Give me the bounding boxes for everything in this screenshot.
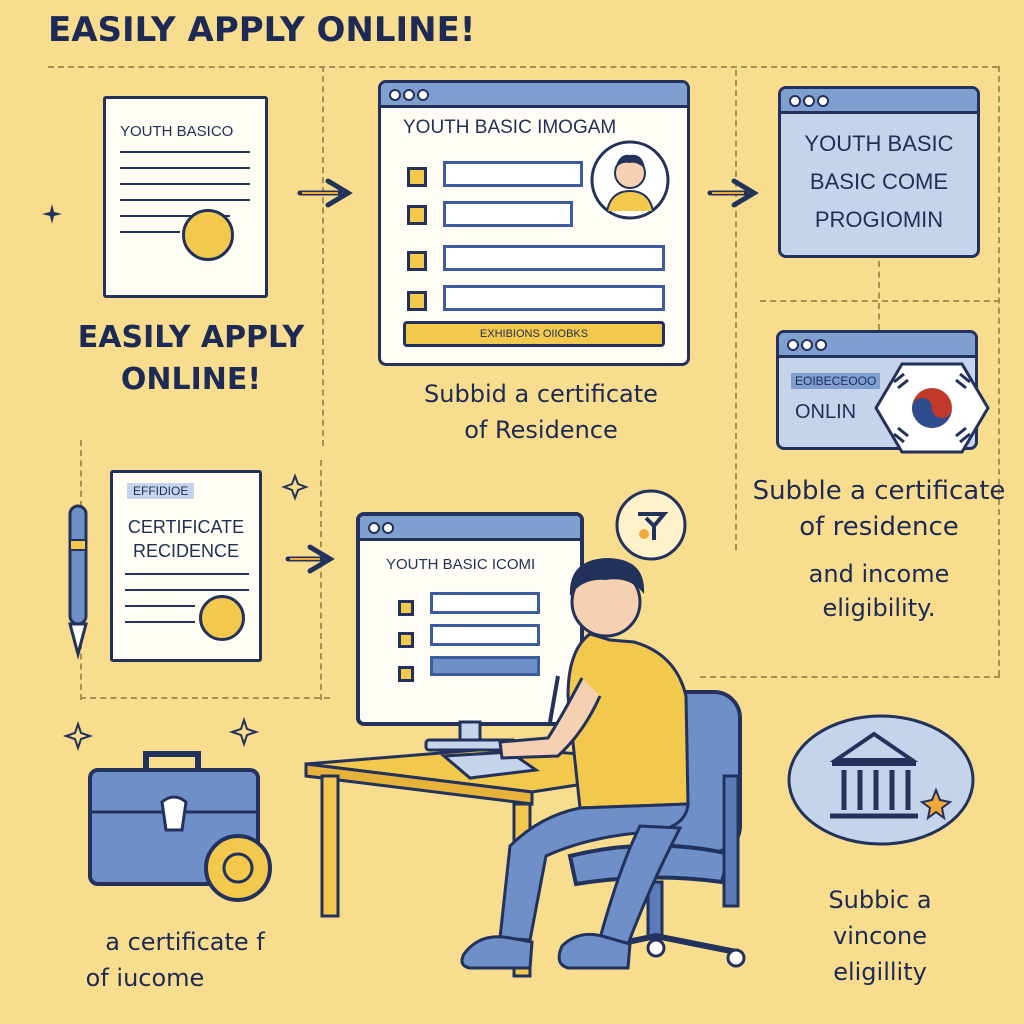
pen-icon <box>68 504 88 660</box>
certificate-line1: CERTIFICATE <box>127 517 245 537</box>
flag-emblem-icon <box>874 362 990 454</box>
slogan-line1: EASILY APPLY <box>77 320 305 355</box>
monitor-button[interactable] <box>430 656 540 676</box>
slogan-line2: ONLINE! <box>120 362 262 397</box>
youth-basic-document: YOUTH BASICO <box>103 96 268 298</box>
form-checkbox[interactable] <box>407 291 427 311</box>
document-title: YOUTH BASICO <box>120 123 234 140</box>
certificate-line2: RECIDENCE <box>132 541 239 561</box>
caption-residence-income-4: eligibility. <box>822 594 936 622</box>
arrow-right-icon <box>285 544 335 574</box>
divider-left-low2 <box>320 460 322 700</box>
monitor-title: YOUTH BASIC ICOMI <box>386 556 536 573</box>
submit-button[interactable]: EXHIBIONS OIIOBKS <box>403 321 665 347</box>
seal-icon <box>182 209 234 261</box>
form-field[interactable] <box>443 285 665 311</box>
program-line2: BASIC COME <box>809 169 949 194</box>
certificate-header: EFFIDIOE <box>127 483 195 499</box>
monitor-icon: YOUTH BASIC ICOMI <box>356 512 584 726</box>
seal-icon <box>199 595 245 641</box>
caption-residence-income-2: of residence <box>799 512 959 542</box>
person-avatar-icon <box>590 140 670 220</box>
divider-right <box>998 66 1000 676</box>
person-figure <box>460 558 690 970</box>
arrow-right-icon <box>707 178 759 208</box>
application-form-window: YOUTH BASIC IMOGAM EXHIBIONS OIIOBKS <box>378 80 690 366</box>
form-checkbox[interactable] <box>407 205 427 225</box>
caption-residence-income-1: Subble a certificate <box>752 476 1006 506</box>
form-checkbox[interactable] <box>407 167 427 187</box>
caption-submit-residence-2: of Residence <box>464 416 618 444</box>
residence-certificate: EFFIDIOE CERTIFICATE RECIDENCE <box>110 470 262 662</box>
online-label: ONLIN <box>795 401 857 423</box>
arrow-right-icon <box>297 178 353 208</box>
form-field[interactable] <box>443 201 573 227</box>
sparkle-icon <box>228 716 260 748</box>
bank-icon <box>787 714 975 846</box>
monitor-checkbox[interactable] <box>398 600 414 616</box>
caption-residence-income-3: and income <box>808 560 950 588</box>
divider-mid <box>735 70 737 550</box>
divider-right-inner <box>878 240 880 330</box>
program-window: YOUTH BASIC BASIC COME PROGIOMIN <box>778 86 980 258</box>
monitor-field[interactable] <box>430 624 540 646</box>
caption-submit-residence-1: Subbid a certificate <box>424 380 658 408</box>
form-title: YOUTH BASIC IMOGAM <box>403 117 617 138</box>
monitor-checkbox[interactable] <box>398 666 414 682</box>
sparkle-icon <box>62 720 94 752</box>
divider-top <box>48 66 998 68</box>
briefcase-icon <box>88 751 272 902</box>
sparkle-icon <box>281 473 309 501</box>
program-line1: YOUTH BASIC <box>804 131 954 156</box>
divider-right-bottom <box>700 676 1000 678</box>
monitor-field[interactable] <box>430 592 540 614</box>
caption-income-1: a certificate f <box>105 928 265 956</box>
form-field[interactable] <box>443 161 583 187</box>
page-title: EASILY APPLY ONLINE! <box>48 10 476 50</box>
caption-income-eligibility-3: eligillity <box>833 958 927 986</box>
document-stamp-icon <box>615 489 687 561</box>
divider-right-mid <box>760 300 1000 302</box>
form-checkbox[interactable] <box>407 251 427 271</box>
program-line3: PROGIOMIN <box>814 207 944 232</box>
online-header: EOIBECEOOO <box>791 373 881 389</box>
form-field[interactable] <box>443 245 665 271</box>
sparkle-icon <box>42 204 62 224</box>
caption-income-eligibility-1: Subbic a <box>828 886 932 914</box>
monitor-checkbox[interactable] <box>398 632 414 648</box>
divider-left <box>322 66 324 446</box>
caption-income-2: of iucome <box>85 964 205 992</box>
divider-left-bottom <box>80 697 330 699</box>
caption-income-eligibility-2: vincone <box>833 922 927 950</box>
